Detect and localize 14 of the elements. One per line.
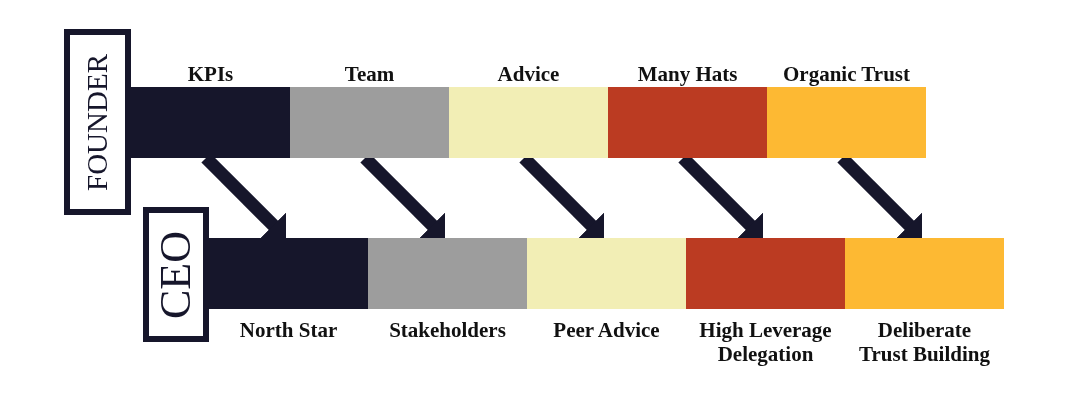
role-label: CEO <box>154 230 198 319</box>
segment-label: Organic Trust <box>783 61 910 86</box>
segment-label: Peer Advice <box>553 318 660 342</box>
segment-label: Advice <box>497 61 560 86</box>
segment-label: KPIs <box>187 61 234 86</box>
role-box <box>64 29 131 215</box>
role-box <box>143 207 209 342</box>
segment-label: Deliberate Trust Building <box>858 318 991 366</box>
segment-label: North Star <box>239 318 338 342</box>
role-label: FOUNDER <box>83 53 112 191</box>
segment-label: Team <box>344 61 395 86</box>
segment-label: Stakeholders <box>389 318 506 342</box>
segment-label: Many Hats <box>637 61 738 86</box>
segment-label: High Leverage Delegation <box>698 318 833 366</box>
